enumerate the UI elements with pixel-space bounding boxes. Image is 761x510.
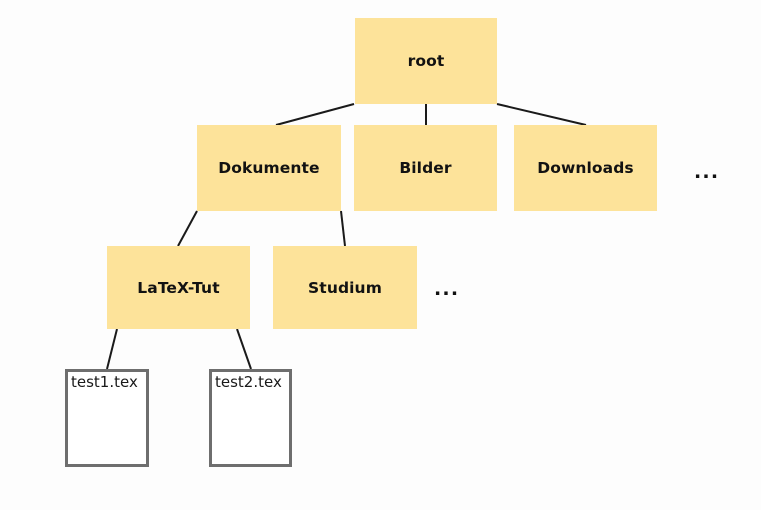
folder-label-downloads: Downloads	[537, 159, 634, 177]
tree-edge-root-to-downloads	[496, 103, 587, 126]
folder-label-latextut: LaTeX-Tut	[137, 278, 220, 297]
folder-label-studium: Studium	[308, 278, 382, 297]
tree-edge-latextut-to-test1	[106, 328, 118, 370]
folder-node-root[interactable]: root	[355, 18, 497, 104]
tree-edge-latextut-to-test2	[236, 328, 252, 370]
file-node-test1[interactable]: test1.tex	[65, 369, 149, 467]
folder-label-root: root	[407, 52, 445, 70]
ellipsis-row3: ...	[434, 278, 460, 300]
tree-edge-dokumente-to-studium	[340, 210, 346, 247]
file-node-test2[interactable]: test2.tex	[209, 369, 292, 467]
folder-node-bilder[interactable]: Bilder	[354, 125, 497, 211]
file-label-test1: test1.tex	[71, 373, 138, 391]
tree-edge-dokumente-to-latextut	[177, 210, 198, 247]
folder-node-downloads[interactable]: Downloads	[514, 125, 657, 211]
folder-label-bilder: Bilder	[399, 159, 452, 177]
ellipsis-row2: ...	[694, 161, 720, 183]
folder-label-dokumente: Dokumente	[218, 159, 320, 177]
tree-edge-root-to-dokumente	[275, 103, 355, 126]
file-label-test2: test2.tex	[215, 373, 282, 391]
folder-node-latextut[interactable]: LaTeX-Tut	[107, 246, 250, 329]
folder-node-dokumente[interactable]: Dokumente	[197, 125, 341, 211]
folder-node-studium[interactable]: Studium	[273, 246, 417, 329]
